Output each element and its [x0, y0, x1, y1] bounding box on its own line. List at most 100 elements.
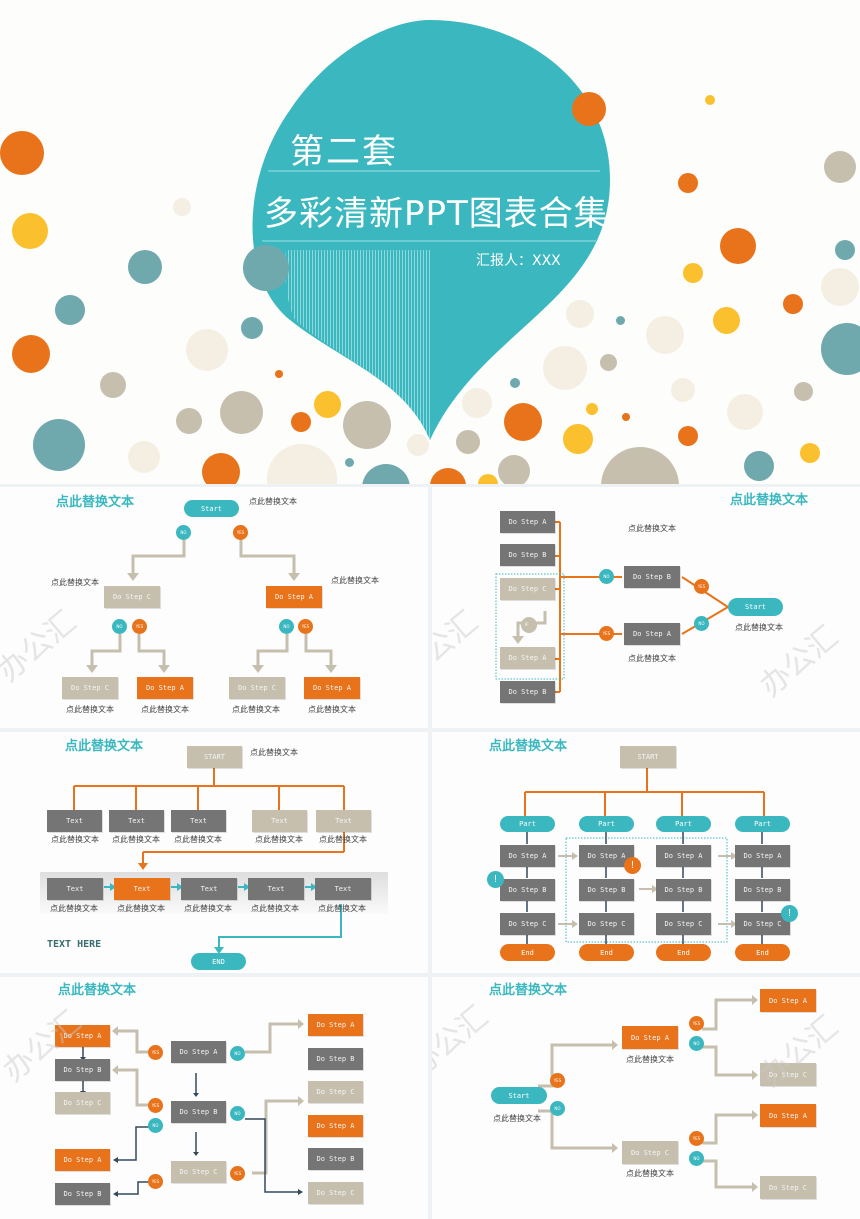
dot [720, 228, 756, 264]
panel-title[interactable]: 点此替换文本 [489, 983, 568, 998]
step-box[interactable]: Do Step C [104, 586, 160, 608]
step-box[interactable]: Do Step C [760, 1176, 816, 1199]
step-box[interactable]: Do Step B [308, 1048, 363, 1070]
text-box[interactable]: Text [109, 810, 164, 832]
dot [600, 354, 617, 371]
step-box[interactable]: Do Step B [55, 1183, 110, 1205]
step-box[interactable]: Do Step A [579, 845, 634, 867]
dot [744, 451, 774, 481]
step-box[interactable]: Do Step A [500, 511, 555, 533]
dot [456, 430, 480, 454]
step-box[interactable]: Do Step B [308, 1148, 363, 1170]
step-box[interactable]: Do Step B [171, 1101, 226, 1123]
end-pill[interactable]: End [500, 944, 555, 961]
caption: 点此替换文本 [493, 1114, 541, 1123]
step-box[interactable]: Do Step B [656, 879, 711, 901]
step-box[interactable]: Do Step B [55, 1059, 110, 1081]
step-box[interactable]: Do Step B [579, 879, 634, 901]
step-box[interactable]: Do Step C [656, 913, 711, 935]
end-pill[interactable]: End [579, 944, 634, 961]
dot [33, 419, 85, 471]
step-box[interactable]: Do Step A [500, 845, 555, 867]
yes-badge: YES [550, 1073, 565, 1088]
step-box[interactable]: Do Step A [656, 845, 711, 867]
step-box[interactable]: Do Step C [500, 913, 555, 935]
dot [173, 198, 191, 216]
text-box[interactable]: Text [171, 810, 226, 832]
step-box[interactable]: Do Step B [735, 879, 790, 901]
panel-title[interactable]: 点此替换文本 [65, 739, 144, 754]
step-box[interactable]: Do Step A [55, 1149, 110, 1171]
no-badge: NO [279, 619, 294, 634]
dot [462, 388, 492, 418]
step-box[interactable]: Do Step C [500, 578, 555, 600]
end-pill[interactable]: END [191, 953, 246, 970]
connector-lines [86, 539, 337, 673]
panel-title[interactable]: 点此替换文本 [489, 739, 568, 754]
step-box[interactable]: Do Step C [308, 1081, 363, 1103]
step-box[interactable]: Do Step A [308, 1115, 363, 1137]
no-badge: NO [599, 569, 614, 584]
part-pill[interactable]: Part [735, 816, 790, 832]
text-box[interactable]: Text [316, 810, 371, 832]
part-pill[interactable]: Part [500, 816, 555, 832]
end-pill[interactable]: End [656, 944, 711, 961]
step-box[interactable]: Do Step B [500, 681, 555, 703]
no-badge: NO [230, 1106, 245, 1121]
caption: 点此替换文本 [319, 835, 367, 844]
dot [783, 294, 803, 314]
start-pill[interactable]: Start [728, 598, 783, 616]
caption: 点此替换文本 [628, 524, 676, 533]
panel-title[interactable]: 点此替换文本 [56, 495, 135, 510]
step-box[interactable]: Do Step C [171, 1161, 226, 1183]
step-box[interactable]: Do Step A [308, 1014, 363, 1036]
step-box[interactable]: Do Step A [622, 1026, 678, 1049]
part-pill[interactable]: Part [579, 816, 634, 832]
step-box[interactable]: Do Step A [137, 677, 193, 699]
step-box[interactable]: Do Step C [229, 677, 285, 699]
text-box[interactable]: Text [47, 878, 103, 900]
step-box[interactable]: Do Step A [266, 586, 322, 608]
text-box[interactable]: Text [248, 878, 304, 900]
part-pill[interactable]: Part [656, 816, 711, 832]
step-box[interactable]: Do Step C [622, 1141, 678, 1164]
step-box[interactable]: Do Step A [735, 845, 790, 867]
step-box[interactable]: Do Step A [171, 1041, 226, 1063]
connector-lines [80, 1019, 304, 1197]
no-badge: NO [230, 1046, 245, 1061]
dot [275, 370, 283, 378]
step-box[interactable]: Do Step B [500, 544, 555, 566]
step-box[interactable]: Do Step A [760, 1104, 816, 1127]
flowchart-panel-4: 点此替换文本 [432, 732, 860, 973]
step-box[interactable]: Do Step B [624, 566, 680, 588]
step-box[interactable]: Do Step A [55, 1025, 110, 1047]
step-box[interactable]: Do Step C [760, 1063, 816, 1086]
step-box[interactable]: Do Step C [308, 1182, 363, 1204]
caption: 点此替换文本 [50, 904, 98, 913]
text-box[interactable]: Text [315, 878, 371, 900]
step-box[interactable]: Do Step C [55, 1092, 110, 1114]
step-box[interactable]: Do Step A [500, 647, 555, 669]
step-box[interactable]: Do Step A [624, 623, 680, 645]
end-pill[interactable]: End [735, 944, 790, 961]
step-box[interactable]: Do Step C [62, 677, 118, 699]
dot [343, 401, 391, 449]
panel-title[interactable]: 点此替换文本 [730, 493, 809, 508]
start-pill[interactable]: Start [184, 500, 239, 517]
dot [314, 391, 341, 418]
yes-badge: YES [233, 525, 248, 540]
start-box[interactable]: START [620, 746, 676, 768]
text-box[interactable]: Text [47, 810, 102, 832]
step-box[interactable]: Do Step B [500, 879, 555, 901]
text-box[interactable]: Text [114, 878, 170, 900]
start-box[interactable]: START [187, 746, 242, 768]
panel-title[interactable]: 点此替换文本 [58, 983, 137, 998]
caption: 点此替换文本 [628, 654, 676, 663]
step-box[interactable]: Do Step C [735, 913, 790, 935]
step-box[interactable]: Do Step C [579, 913, 634, 935]
text-box[interactable]: Text [252, 810, 307, 832]
step-box[interactable]: Do Step A [304, 677, 360, 699]
start-pill[interactable]: Start [491, 1087, 547, 1104]
text-box[interactable]: Text [181, 878, 237, 900]
step-box[interactable]: Do Step A [760, 989, 816, 1012]
